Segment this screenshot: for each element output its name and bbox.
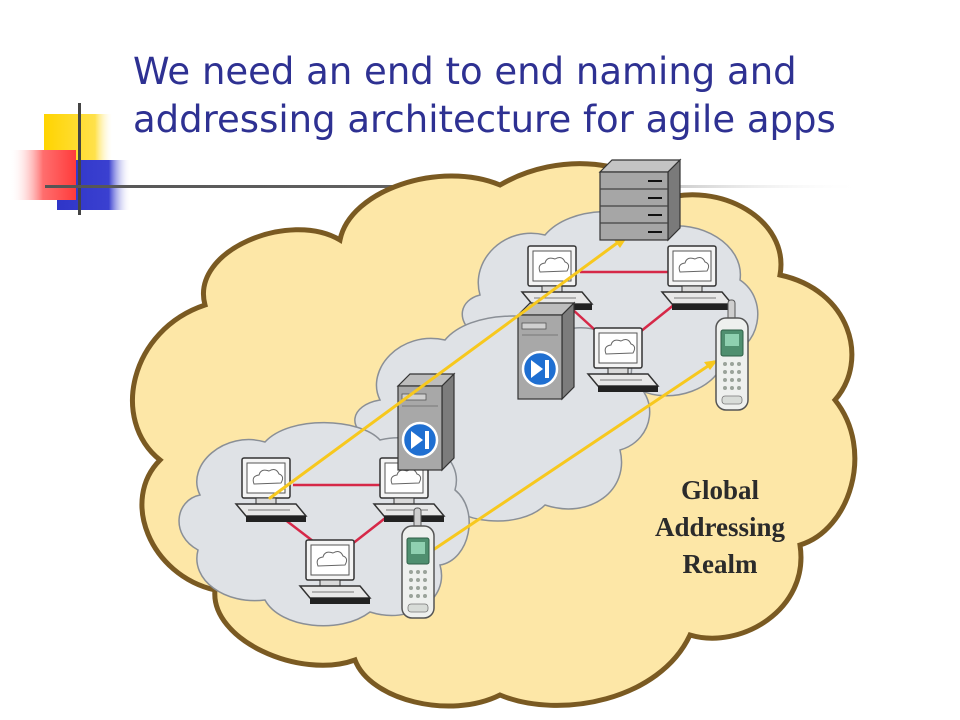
end-to-end-paths (268, 236, 716, 558)
gateway-server-icon (396, 372, 456, 472)
slide-title-line-1: We need an end to end naming and (133, 50, 797, 93)
deco-red-square (10, 150, 76, 200)
file-server-icon (598, 158, 682, 242)
global-addressing-realm-label: Global Addressing Realm (620, 472, 820, 583)
arrowhead-phone (704, 360, 718, 370)
realm-label-line-3: Realm (682, 549, 758, 579)
deco-vertical-rule (78, 103, 81, 215)
realm-label-line-1: Global (680, 475, 760, 505)
path-workstation-to-file-server (268, 236, 626, 500)
realm-label-line-2: Addressing (654, 512, 786, 542)
path-phone-to-phone (422, 360, 716, 558)
slide-title: We need an end to end naming and address… (133, 48, 933, 144)
gateway-server-icon (516, 301, 576, 401)
slide-title-line-2: addressing architecture for agile apps (133, 98, 836, 141)
